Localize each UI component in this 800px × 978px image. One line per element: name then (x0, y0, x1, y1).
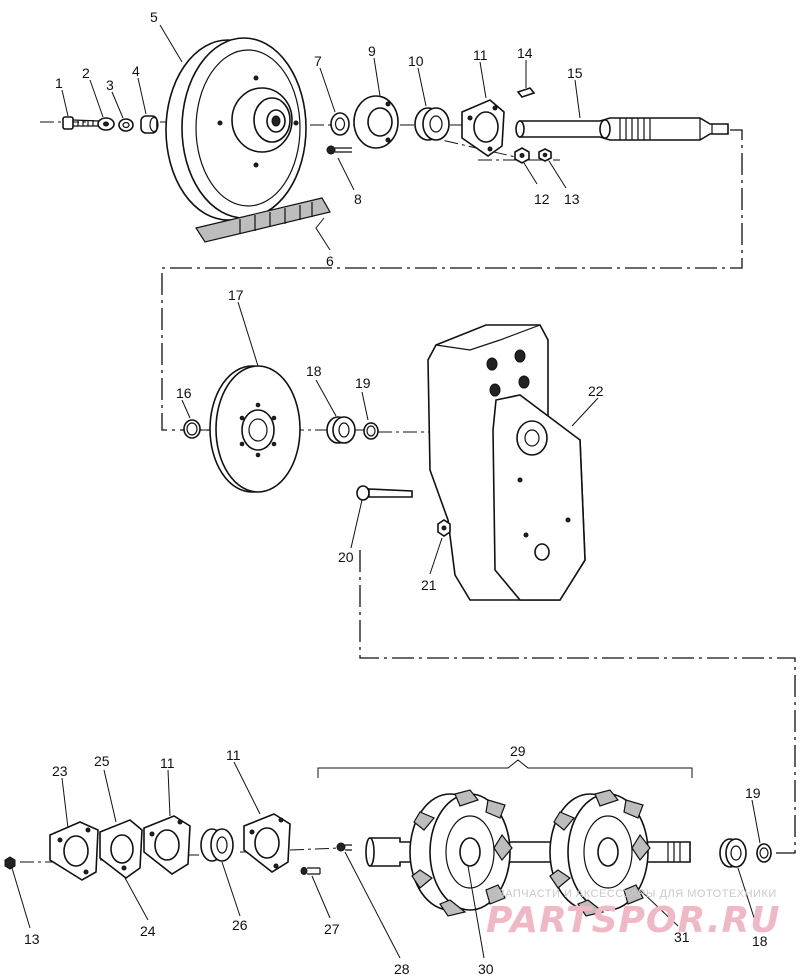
callout-19-bottom: 19 (745, 785, 761, 801)
bearing-part-18-mid (326, 416, 356, 444)
callout-28: 28 (394, 961, 410, 977)
callout-13-bottom: 13 (24, 931, 40, 947)
spacer-part-4 (140, 115, 159, 134)
driven-pulley-part-5 (165, 37, 307, 221)
callout-11-top: 11 (473, 47, 488, 63)
key-part-14 (516, 87, 536, 98)
callout-14: 14 (517, 45, 533, 61)
bearing-part-18-bottom (719, 838, 747, 868)
callout-19-mid: 19 (355, 375, 371, 391)
brake-disc-part-17 (209, 365, 301, 493)
bearing-part-10 (414, 107, 450, 141)
nut-part-21 (437, 519, 451, 537)
callout-27: 27 (324, 921, 340, 937)
callout-22: 22 (588, 383, 604, 399)
callout-8: 8 (354, 191, 362, 207)
drive-belt-part-6 (195, 197, 331, 243)
watermark-brand: PARTSPOR.RU (486, 900, 781, 941)
callout-5: 5 (150, 9, 158, 25)
bearing-flange-part-11-bottom-right (243, 813, 291, 873)
callout-3: 3 (106, 77, 114, 93)
grease-fitting-part-28 (336, 842, 352, 852)
callout-2: 2 (82, 65, 90, 81)
nut-part-12 (514, 147, 530, 164)
callout-12: 12 (534, 191, 550, 207)
watermark: ЗАПЧАСТИ И АКСЕССУАРЫ ДЛЯ МОТОТЕХНИКИ PA… (486, 888, 781, 941)
callout-7: 7 (314, 53, 322, 69)
callout-4: 4 (132, 63, 140, 79)
callout-6: 6 (326, 253, 334, 269)
drive-sprocket-part-31 (549, 789, 651, 917)
callout-18-mid: 18 (306, 363, 322, 379)
bolt-part-27 (300, 867, 321, 875)
nut-part-13-bottom (4, 856, 16, 870)
washer-part-2 (97, 117, 115, 131)
callout-18-bottom: 18 (752, 933, 768, 949)
o-ring-part-16 (183, 419, 201, 439)
long-bolt-part-20 (356, 485, 413, 501)
callout-31: 31 (674, 929, 690, 945)
callout-26: 26 (232, 917, 248, 933)
bearing-plate-part-23 (49, 821, 99, 881)
callout-9: 9 (368, 43, 376, 59)
callout-labels: 1 2 3 4 5 6 7 8 9 10 11 12 13 14 15 16 1… (24, 9, 768, 977)
callout-10: 10 (408, 53, 424, 69)
chaincase-part-22 (427, 324, 586, 601)
assembly-bracket-29 (317, 759, 693, 778)
callout-23: 23 (52, 763, 68, 779)
callout-11-bottom-right: 11 (226, 747, 241, 763)
bearing-part-26 (200, 828, 234, 862)
callout-13-top: 13 (564, 191, 580, 207)
callout-30: 30 (478, 961, 494, 977)
bearing-flange-part-11-top (461, 99, 505, 157)
callout-20: 20 (338, 549, 354, 565)
bolt-part-1 (62, 116, 101, 130)
callout-29: 29 (510, 743, 526, 759)
callout-1: 1 (55, 75, 63, 91)
callout-24: 24 (140, 923, 156, 939)
callout-21: 21 (421, 577, 437, 593)
callout-16: 16 (176, 385, 192, 401)
callout-17: 17 (228, 287, 244, 303)
shaft-part-15 (515, 117, 729, 141)
o-ring-part-19-bottom (756, 843, 772, 863)
ring-part-7 (330, 112, 350, 136)
nut-part-13-top (538, 148, 552, 162)
gasket-part-25 (99, 819, 143, 879)
callout-15: 15 (567, 65, 583, 81)
bearing-flange-part-11-bottom-left (143, 815, 191, 875)
drive-sprocket-part-30 (409, 789, 513, 917)
lock-washer-part-3 (118, 118, 134, 132)
callout-25: 25 (94, 753, 110, 769)
callout-11-bottom-left: 11 (160, 755, 175, 771)
o-ring-part-19-mid (363, 422, 379, 440)
track-shaft-assembly-part-29 (365, 789, 691, 917)
bolt-part-8 (326, 145, 352, 155)
watermark-caption: ЗАПЧАСТИ И АКСЕССУАРЫ ДЛЯ МОТОТЕХНИКИ (498, 888, 777, 900)
callout-leader-lines (11, 24, 761, 959)
flange-part-9 (353, 95, 399, 149)
